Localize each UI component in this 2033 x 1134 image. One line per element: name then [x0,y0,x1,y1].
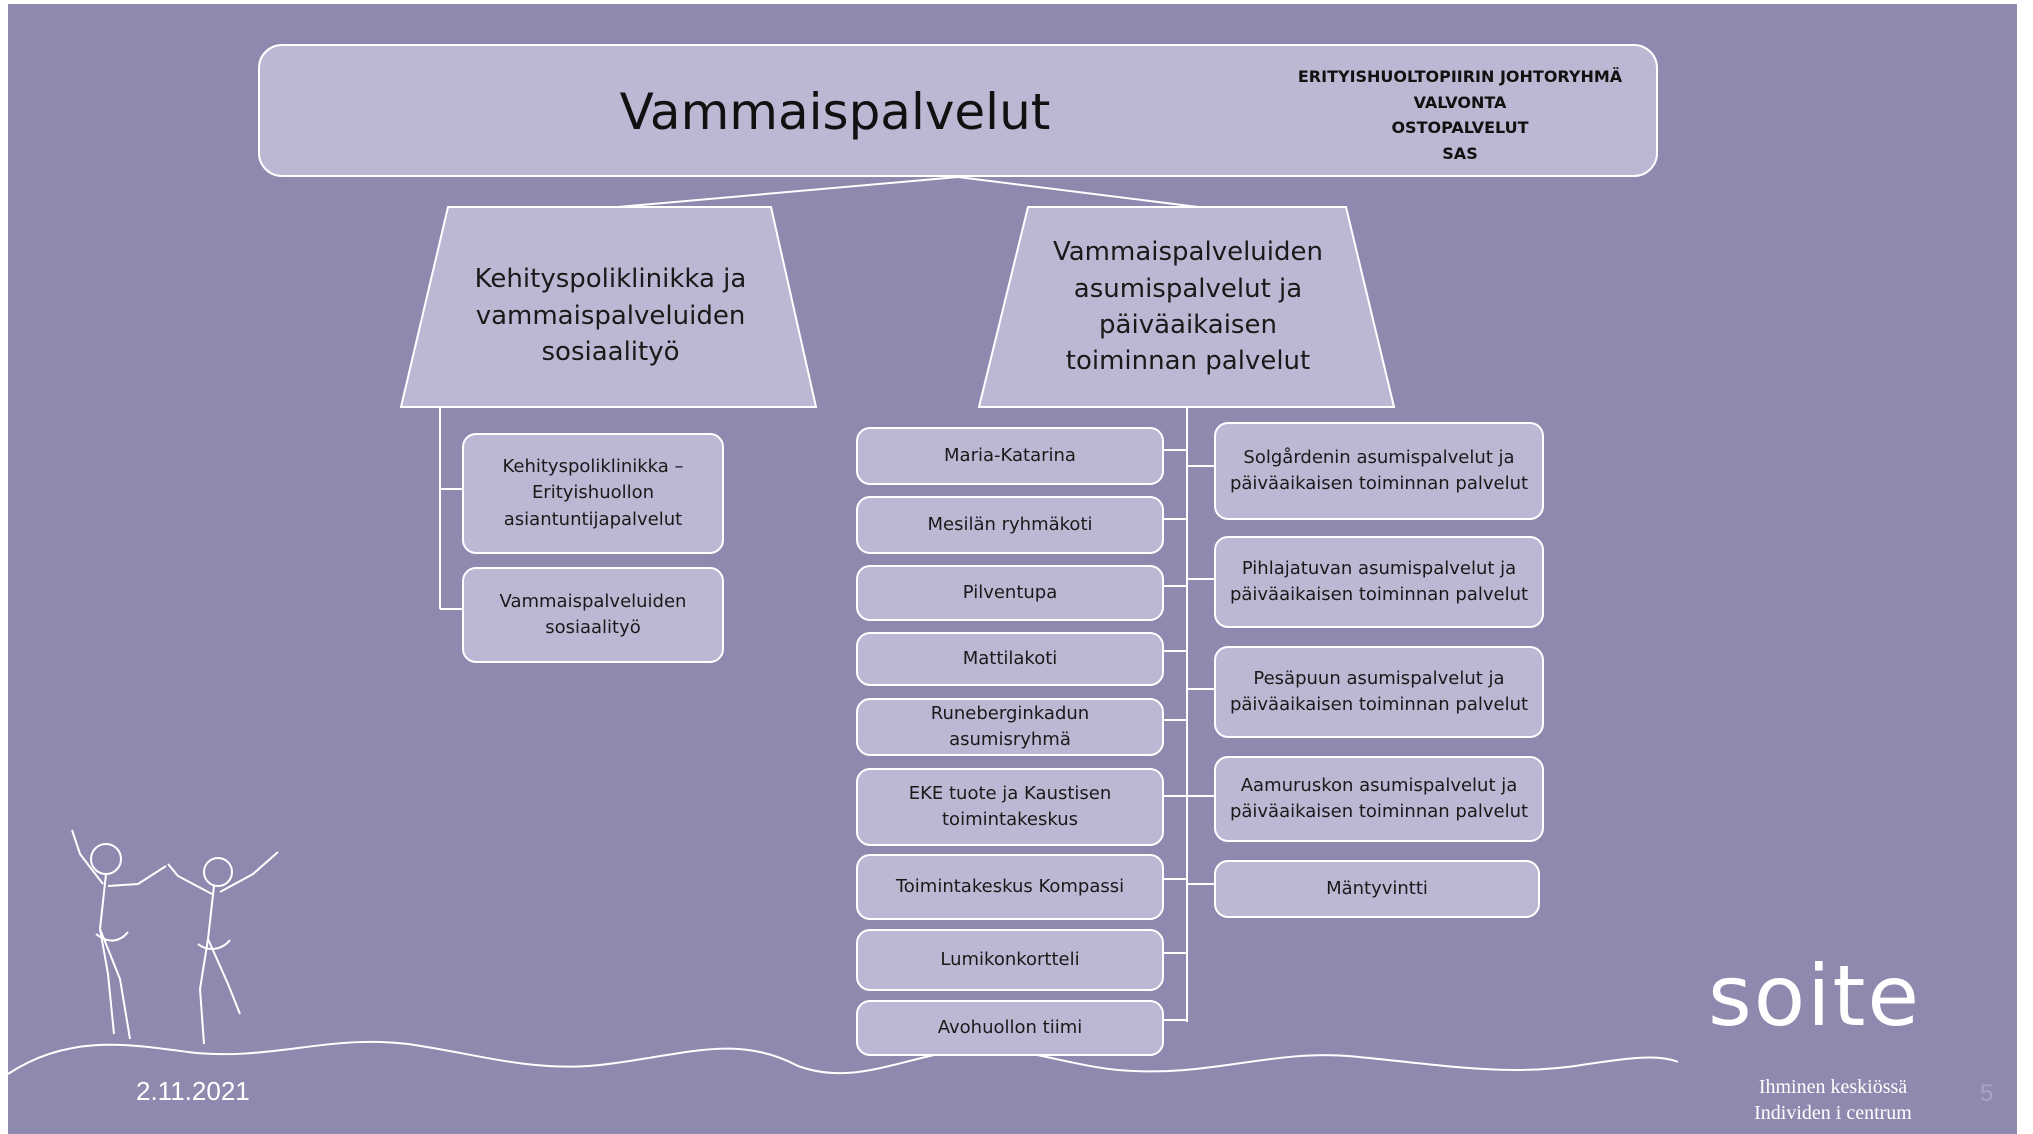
tagline-sv: Individen i centrum [1754,1102,1912,1124]
tagline-fi: Ihminen keskiössä [1758,1076,1908,1098]
unit-box: Toimintakeskus Kompassi [856,854,1164,920]
page-title: Vammaispalvelut [619,83,1051,142]
housing-unit-box: Pihlajatuvan asumispalvelut ja päiväaika… [1214,536,1544,628]
header-side-item: VALVONTA [1413,92,1507,112]
housing-unit-box: Pesäpuun asumispalvelut ja päiväaikaisen… [1214,646,1544,738]
header-side-item: OSTOPALVELUT [1391,118,1529,138]
unit-box: Maria-Katarina [856,427,1164,485]
slide: Vammaispalvelut ERITYISHUOLTOPIIRIN JOHT… [8,4,2017,1134]
unit-box: Mesilän ryhmäkoti [856,496,1164,554]
housing-unit-box: Mäntyvintti [1214,860,1540,918]
header-side-item: ERITYISHUOLTOPIIRIN JOHTORYHMÄ [1297,67,1623,86]
page-number: 5 [1980,1080,1994,1107]
unit-box: Avohuollon tiimi [856,1000,1164,1056]
unit-box: Pilventupa [856,565,1164,621]
footer-date: 2.11.2021 [136,1076,250,1106]
ground-line [8,1040,1679,1075]
left-branch-title: Kehityspoliklinikka ja vammaispalveluide… [474,264,747,368]
unit-box: Mattilakoti [856,632,1164,686]
dancing-figures-illustration [71,829,279,1045]
housing-unit-box: Aamuruskon asumispalvelut ja päiväaikais… [1214,756,1544,842]
left-child-box: Vammaispalveluiden sosiaalityö [462,567,724,663]
right-branch-title: Vammaispalveluiden asumispalvelut ja päi… [1052,237,1323,377]
header-side-item: SAS [1442,143,1478,163]
soite-logo: soite [1708,947,1922,1045]
header-side-list: ERITYISHUOLTOPIIRIN JOHTORYHMÄ VALVONTA … [1290,64,1630,166]
unit-box: EKE tuote ja Kaustisen toimintakeskus [856,768,1164,846]
unit-box: Lumikonkortteli [856,929,1164,991]
logo-tagline: Ihminen keskiössä Individen i centrum [1718,1074,1948,1126]
right-branch-trapezoid [977,206,1396,408]
left-child-box: Kehityspoliklinikka – Erityishuollon asi… [462,433,724,554]
connector-lines [8,176,1679,1075]
header-box: Vammaispalvelut ERITYISHUOLTOPIIRIN JOHT… [258,44,1658,177]
unit-box: Runeberginkadun asumisryhmä [856,698,1164,756]
left-branch-trapezoid [399,206,818,408]
housing-unit-box: Solgårdenin asumispalvelut ja päiväaikai… [1214,422,1544,520]
